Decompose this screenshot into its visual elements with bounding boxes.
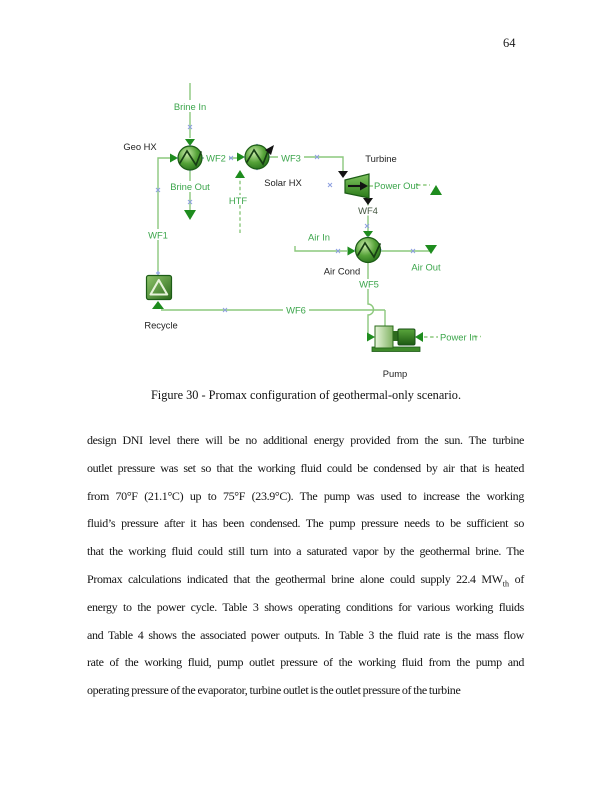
pump-body: [374, 325, 394, 349]
power-out-arrow-icon: [430, 185, 442, 195]
handle-x-icon: [410, 248, 416, 254]
wf5-label: WF5: [359, 279, 379, 290]
process-flow-diagram: Brine In Geo HX WF2 WF3 Brine Out Solar …: [123, 83, 481, 379]
handle-x-icon: [187, 124, 193, 130]
air-out-label: Air Out: [411, 262, 441, 273]
power-in-arrow-icon: [415, 332, 423, 342]
body-line-3: from 70°F (21.1°C) up to 75°F (23.9°C). …: [87, 488, 524, 503]
recycle-block-icon: [145, 274, 173, 301]
handle-x-icon: [228, 155, 234, 161]
pump-icon: [371, 325, 421, 352]
body-line-7: energy to the power cycle. Table 3 shows…: [87, 599, 524, 614]
turbine-label: Turbine: [365, 153, 396, 164]
subscript-th: th: [502, 579, 509, 589]
page-number: 64: [503, 36, 516, 50]
brine-out-arrow-icon: [184, 210, 196, 220]
handle-x-icon: [155, 187, 161, 193]
geo-hx-exchanger-icon: [177, 145, 203, 171]
body-line-5: that the working fluid could still turn …: [87, 544, 524, 559]
body-line-6-pre: Promax calculations indicated that the g…: [87, 571, 503, 586]
power-out-label: Power Out: [374, 180, 419, 191]
air-in-arrow-icon: [347, 246, 356, 256]
wf2-arrow-icon: [237, 152, 245, 162]
wf6-label: WF6: [286, 305, 306, 316]
turbine-inlet-arrow-icon: [338, 171, 348, 178]
body-line-6-post: of: [508, 571, 525, 586]
turbine-outlet-arrow-icon: [363, 198, 373, 205]
body-line-8: and Table 4 shows the associated power o…: [87, 627, 524, 642]
handle-x-icon: [187, 199, 193, 205]
brine-out-label: Brine Out: [170, 181, 210, 192]
htf-arrow-icon: [235, 170, 245, 178]
wf1-label: WF1: [148, 230, 168, 241]
solar-hx-label: Solar HX: [264, 177, 302, 188]
wf4-label: WF4: [358, 205, 378, 216]
brine-in-arrow-icon: [185, 139, 195, 146]
body-line-9: rate of the working fluid, pump outlet p…: [87, 655, 524, 670]
power-in-label: Power In: [440, 332, 477, 343]
stream-lines: [157, 83, 481, 338]
body-line-6: Promax calculations indicated that the g…: [87, 566, 524, 594]
brine-in-label: Brine In: [174, 101, 206, 112]
wf2-label: WF2: [206, 153, 226, 164]
handle-x-icon: [335, 248, 341, 254]
air-in-label: Air In: [308, 232, 330, 243]
air-cond-exchanger-icon: [354, 236, 382, 264]
pump-label: Pump: [383, 368, 408, 379]
handle-x-icon: [222, 307, 228, 313]
turbine-icon: [344, 173, 370, 199]
wf3-label: WF3: [281, 153, 301, 164]
body-line-10: operating pressure of the evaporator, tu…: [87, 683, 461, 698]
handle-x-icon: [314, 154, 320, 160]
wf1-line: [157, 157, 170, 275]
label-knockouts: [145, 100, 417, 314]
pump-coupling: [393, 331, 398, 341]
handle-x-icon: [364, 223, 370, 229]
recycle-label: Recycle: [144, 320, 177, 331]
pump-base: [371, 346, 421, 352]
power-in-dashes: [424, 335, 481, 338]
solar-hx-duty-arrow-icon: [265, 145, 274, 155]
air-out-arrow-icon: [425, 245, 437, 254]
wf4-arrow-icon: [363, 231, 373, 238]
recycle-triangle-icon: [149, 278, 169, 296]
htf-label: HTF: [229, 195, 247, 206]
body-paragraph: design DNI level there will be no additi…: [87, 427, 524, 705]
body-line-1: design DNI level there will be no additi…: [87, 433, 524, 447]
body-line-2: outlet pressure was set so that the work…: [87, 460, 524, 475]
wf5-line: [367, 262, 375, 338]
port-diamond-icon: [155, 270, 161, 276]
solar-hx-exchanger-icon: [244, 144, 274, 170]
body-line-4: fluid’s pressure after it has been conde…: [87, 516, 524, 531]
handle-x-icon: [327, 182, 333, 188]
diagram-labels: Brine In Geo HX WF2 WF3 Brine Out Solar …: [123, 101, 477, 379]
wf6-line: [161, 309, 386, 326]
figure-caption: Figure 30 - Promax configuration of geot…: [150, 388, 462, 402]
geo-hx-label: Geo HX: [123, 141, 157, 152]
air-in-line: [294, 246, 347, 252]
wf1-arrow-icon: [170, 153, 178, 163]
recycle-inlet-arrow-icon: [152, 301, 164, 309]
air-cond-label: Air Cond: [324, 266, 360, 277]
pump-motor: [397, 328, 416, 346]
pump-inlet-arrow-icon: [367, 332, 375, 342]
flow-arrows: [152, 139, 442, 342]
